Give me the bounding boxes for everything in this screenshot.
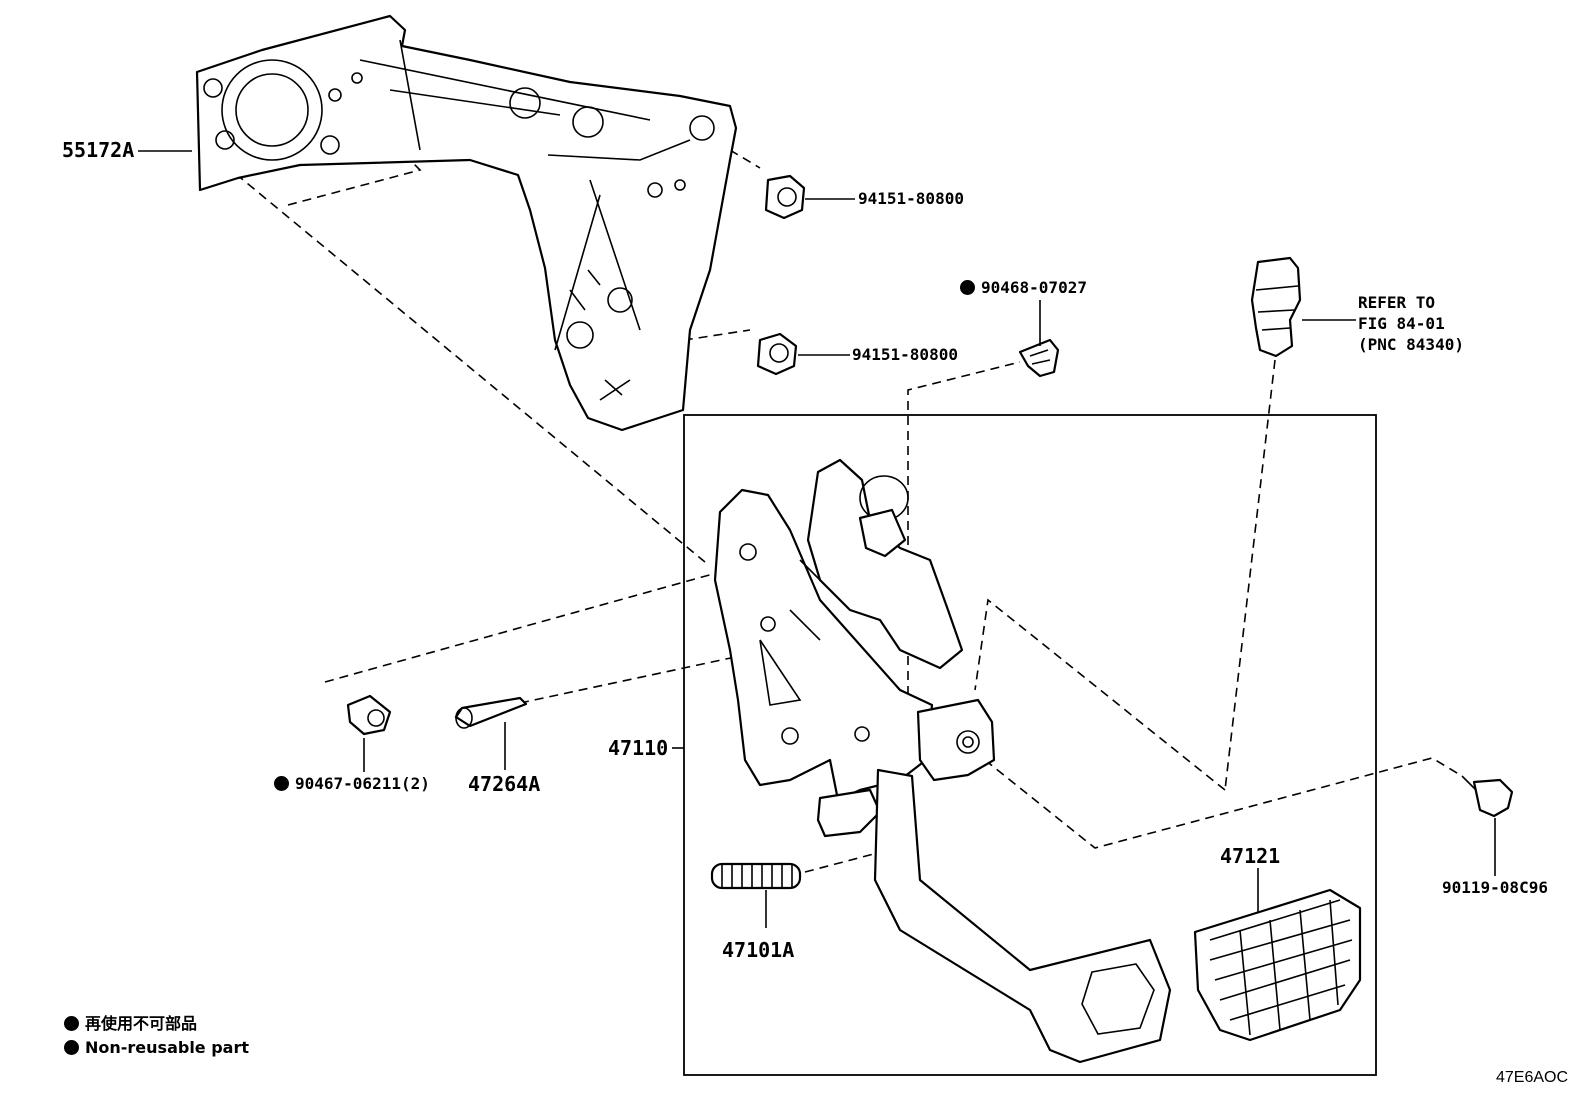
label-refer-line1: REFER TO	[1358, 293, 1436, 312]
bolt-90119	[1461, 775, 1514, 818]
figure-code: 47E6AOC	[1496, 1069, 1569, 1086]
brake-pedal-arm	[873, 768, 1172, 1064]
assembly-lines	[235, 149, 1463, 873]
spring-47101a	[710, 862, 802, 890]
assembly-frame	[683, 414, 1377, 1076]
label-refer-line2: FIG 84-01	[1358, 314, 1445, 333]
label-90468-text: 90468-07027	[981, 278, 1087, 297]
legend-jp-text: 再使用不可部品	[85, 1014, 198, 1033]
label-90119: 90119-08C96	[1442, 878, 1548, 897]
label-47101a: 47101A	[722, 938, 795, 962]
legend-en-text: Non-reusable part	[85, 1038, 250, 1057]
pedal-support-47110	[713, 458, 996, 838]
non-reusable-dot-icon	[960, 280, 975, 295]
clip-90468	[1018, 338, 1060, 378]
leader-lines	[138, 150, 1496, 928]
nut-94151-upper	[764, 174, 806, 220]
stop-lamp-switch	[1250, 256, 1302, 358]
pedal-pad-47121	[1193, 888, 1362, 1042]
label-55172a: 55172A	[62, 138, 135, 162]
label-90467: 90467-06211(2)	[274, 776, 430, 792]
label-47121: 47121	[1220, 844, 1281, 868]
label-90468: 90468-07027	[960, 280, 1087, 296]
bolt-90467	[346, 694, 392, 736]
label-94151-upper: 94151-80800	[858, 189, 964, 208]
nut-94151-lower	[756, 332, 798, 376]
bracket-55172a	[195, 14, 738, 432]
label-refer-line3: (PNC 84340)	[1358, 335, 1464, 354]
label-90467-text: 90467-06211(2)	[295, 774, 430, 793]
legend-en: Non-reusable part	[64, 1040, 249, 1056]
legend-jp: 再使用不可部品	[64, 1016, 197, 1032]
label-94151-lower: 94151-80800	[852, 345, 958, 364]
non-reusable-dot-icon	[274, 776, 289, 791]
label-47110: 47110	[608, 736, 669, 760]
non-reusable-dot-icon	[64, 1016, 79, 1031]
label-47264a: 47264A	[468, 772, 541, 796]
non-reusable-dot-icon	[64, 1040, 79, 1055]
pin-47264a	[454, 696, 528, 729]
